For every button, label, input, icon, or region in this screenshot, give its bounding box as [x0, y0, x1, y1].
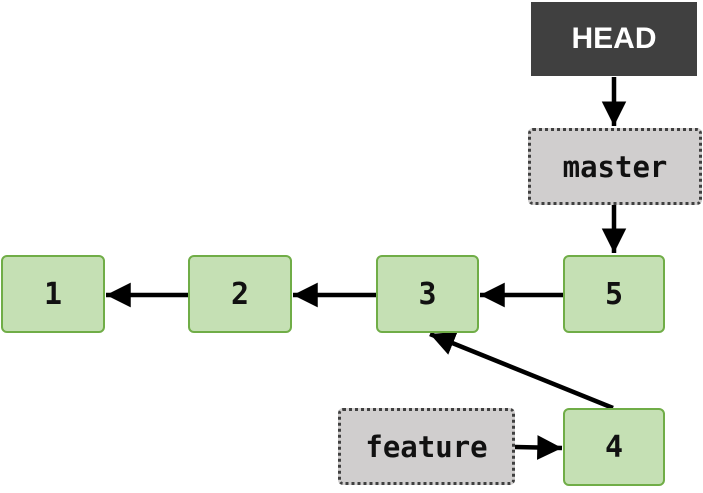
commit-3-label: 3: [418, 276, 437, 312]
arrow-feature-to-4: [514, 435, 563, 460]
commit-1-label: 1: [43, 276, 63, 312]
branch-feature-label: feature: [365, 429, 488, 464]
commit-2: 2: [188, 255, 292, 333]
commit-4-label: 4: [604, 429, 624, 465]
branch-master-label: master: [562, 149, 668, 184]
commit-2-label: 2: [230, 276, 250, 312]
branch-feature: feature: [338, 408, 515, 485]
commit-5-label: 5: [604, 276, 624, 312]
head-label: HEAD: [571, 22, 657, 55]
commit-3: 3: [376, 255, 479, 333]
commit-1: 1: [1, 255, 105, 333]
commit-5: 5: [563, 255, 665, 333]
branch-master: master: [528, 128, 702, 205]
arrow-4-to-3: [429, 331, 614, 411]
commit-4: 4: [563, 408, 665, 486]
head-pointer: HEAD: [531, 2, 697, 76]
